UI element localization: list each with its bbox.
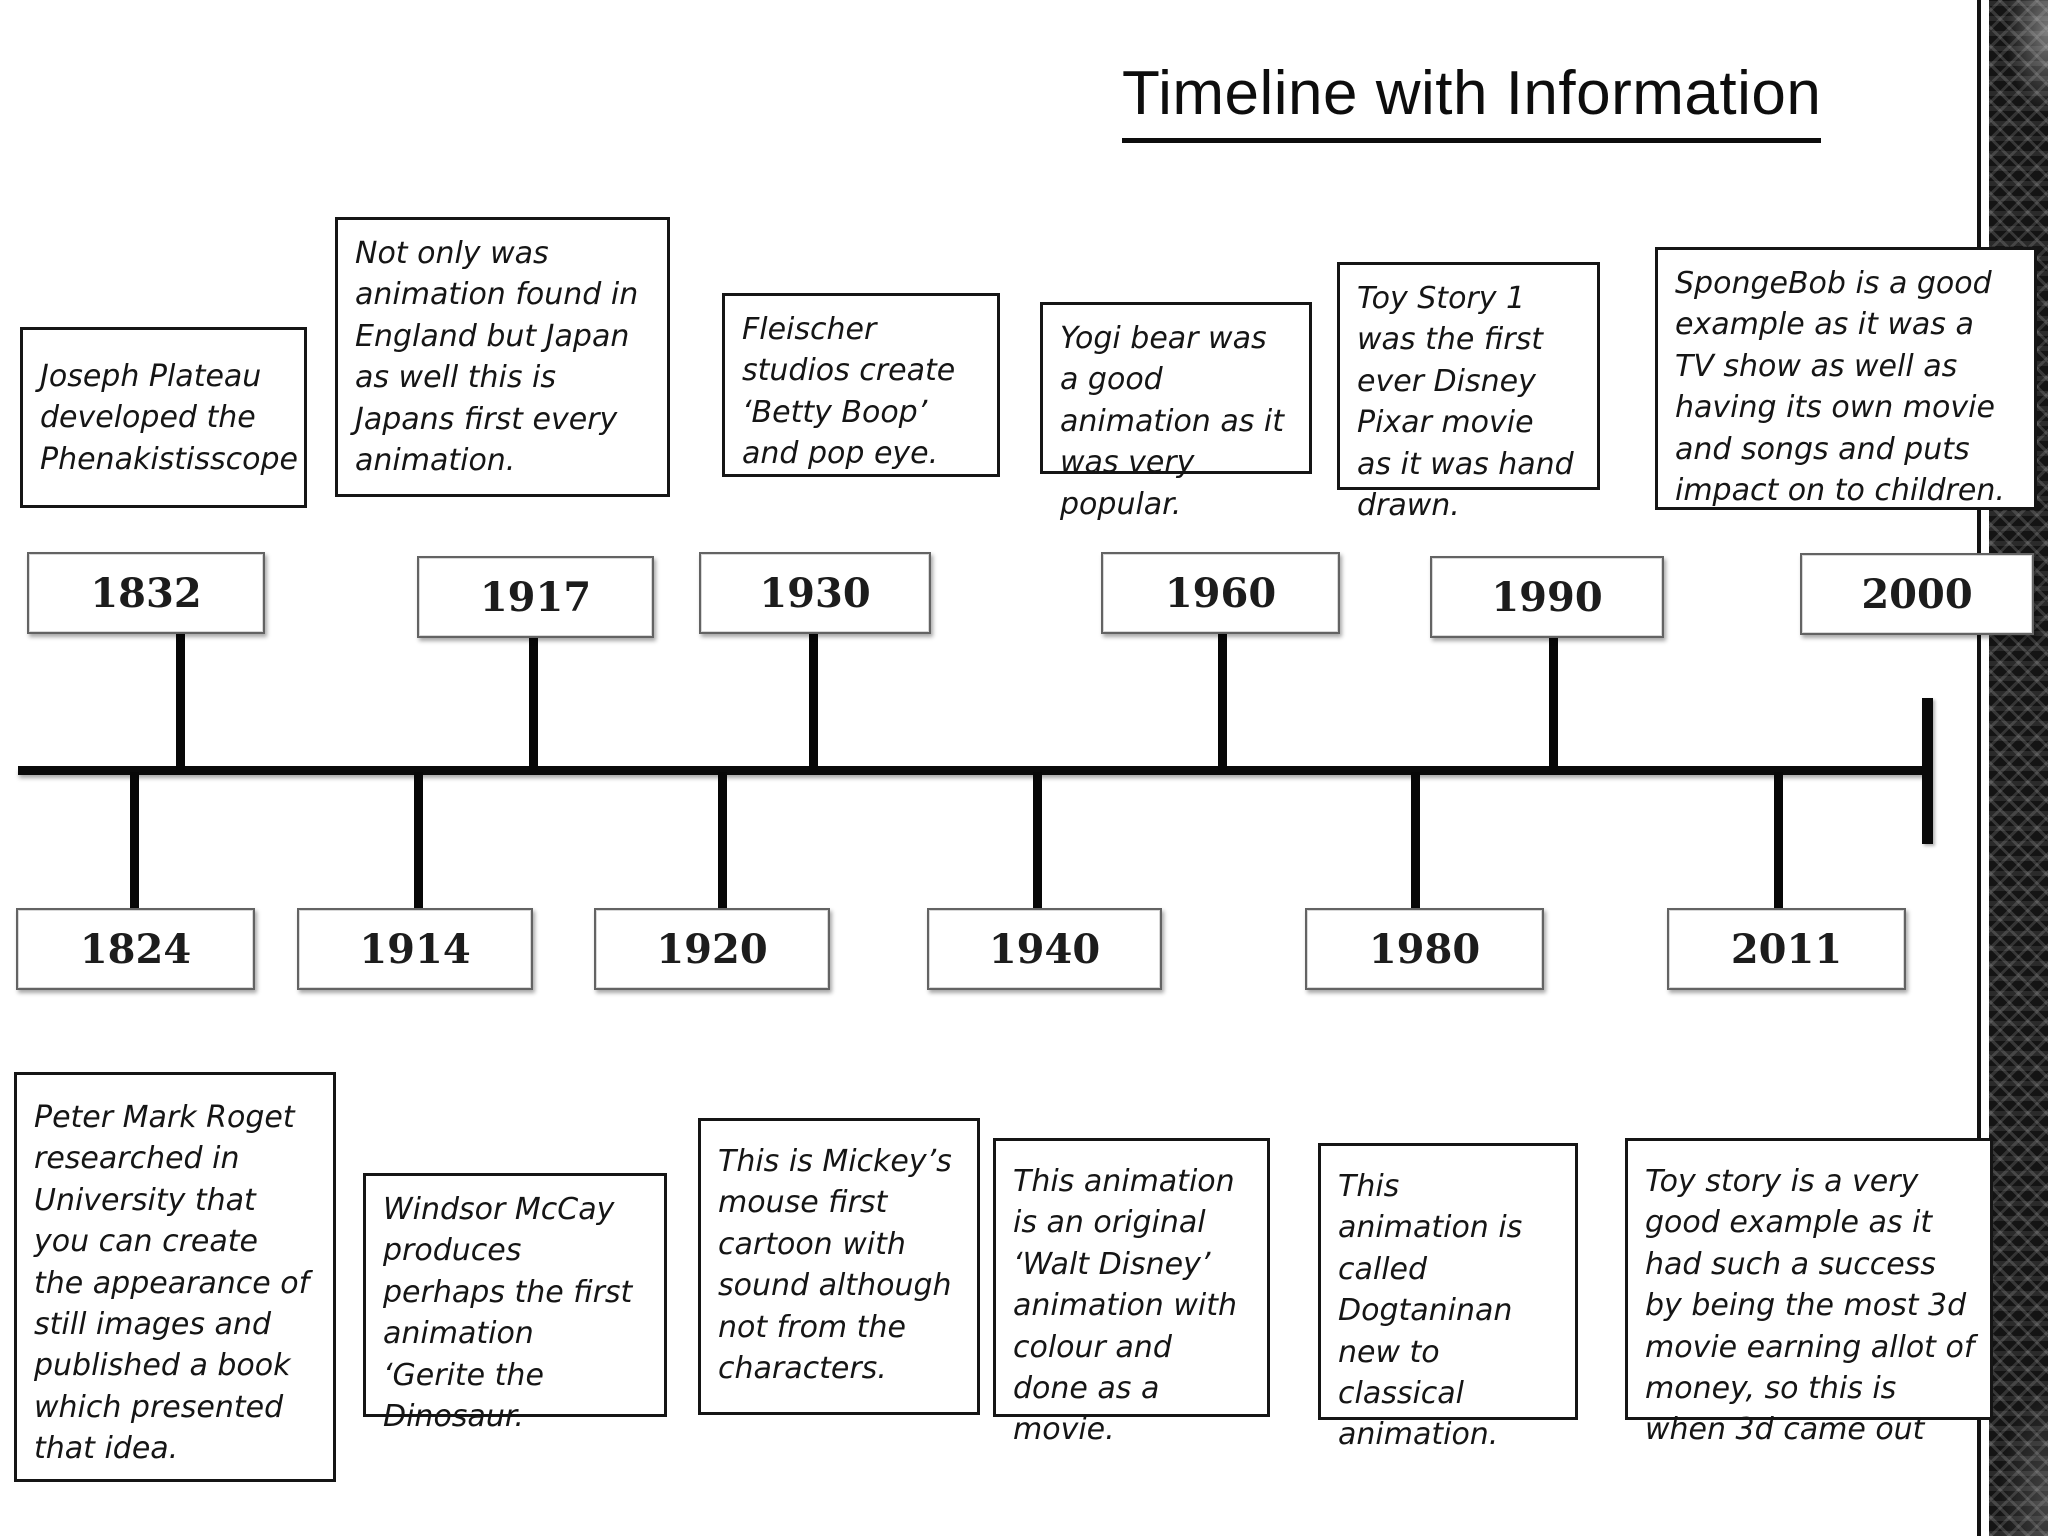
year-label: 2011	[1730, 925, 1843, 973]
year-box-1990: 1990	[1430, 556, 1664, 638]
connector-1980	[1411, 772, 1420, 912]
timeline-axis	[18, 766, 1925, 775]
year-label: 1990	[1491, 573, 1603, 621]
year-label: 1914	[359, 925, 471, 973]
note-box-1914: Windsor McCay produces perhaps the first…	[363, 1173, 667, 1434]
slide-edge-line	[1977, 0, 1981, 1536]
note-box-1980: This animation is called Dogtaninan new …	[1318, 1143, 1578, 1452]
note-box-1920: This is Mickey’s mouse first cartoon wit…	[698, 1118, 980, 1415]
year-box-1980: 1980	[1305, 908, 1544, 990]
year-box-1930: 1930	[699, 552, 931, 634]
year-box-1824: 1824	[16, 908, 255, 990]
year-label: 2000	[1861, 570, 1973, 618]
connector-1917	[529, 628, 538, 770]
timeline-endcap	[1922, 698, 1933, 844]
connector-1824	[130, 772, 139, 912]
year-box-1832: 1832	[27, 552, 265, 634]
connector-1960	[1218, 628, 1227, 770]
connector-1930	[809, 628, 818, 770]
connector-1990	[1549, 628, 1558, 770]
connector-1920	[718, 772, 727, 912]
note-box-1990: Toy Story 1 was the first ever Disney Pi…	[1337, 262, 1600, 523]
connector-1914	[414, 772, 423, 912]
year-box-1917: 1917	[417, 556, 654, 638]
year-box-1920: 1920	[594, 908, 830, 990]
year-label: 1824	[79, 925, 192, 973]
note-box-2000: SpongeBob is a good example as it was a …	[1655, 247, 2037, 510]
woven-texture-background	[1989, 0, 2048, 1536]
year-label: 1940	[988, 925, 1101, 973]
year-box-1960: 1960	[1101, 552, 1340, 634]
year-box-2000: 2000	[1800, 553, 2034, 635]
note-box-1832: Joseph Plateau developed the Phenakistis…	[20, 327, 307, 508]
connector-1832	[176, 628, 185, 770]
year-label: 1960	[1164, 569, 1277, 617]
note-box-1930: Fleischer studios create ‘Betty Boop’ an…	[722, 293, 1000, 477]
year-label: 1930	[759, 569, 871, 617]
note-box-1917: Not only was animation found in England …	[335, 217, 670, 497]
connector-1940	[1033, 772, 1042, 912]
connector-2011	[1774, 772, 1783, 912]
year-label: 1980	[1368, 925, 1481, 973]
year-label: 1920	[656, 925, 768, 973]
page-title: Timeline with Information	[1122, 58, 1822, 143]
note-box-2011: Toy story is a very good example as it h…	[1625, 1138, 1993, 1447]
note-box-1940: This animation is an original ‘Walt Disn…	[993, 1138, 1270, 1447]
year-label: 1832	[90, 569, 202, 617]
note-box-1824: Peter Mark Roget researched in Universit…	[14, 1072, 336, 1482]
year-box-1914: 1914	[297, 908, 533, 990]
year-label: 1917	[479, 573, 592, 621]
year-box-1940: 1940	[927, 908, 1162, 990]
year-box-2011: 2011	[1667, 908, 1906, 990]
note-box-1960: Yogi bear was a good animation as it was…	[1040, 302, 1312, 522]
